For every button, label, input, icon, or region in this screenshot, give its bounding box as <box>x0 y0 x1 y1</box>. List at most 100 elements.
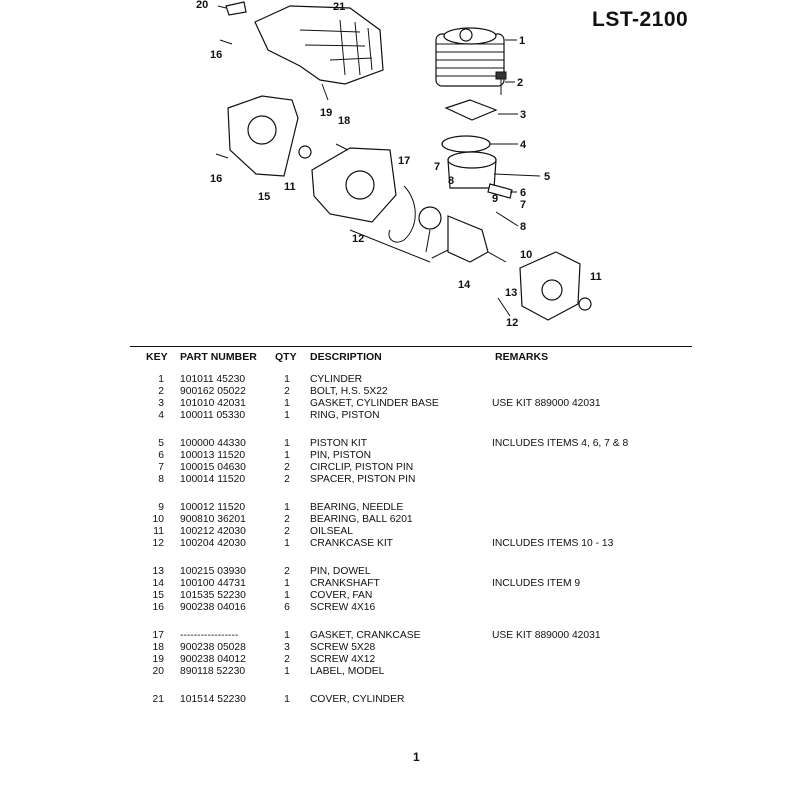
callout: 16 <box>210 173 222 185</box>
part-qty: 2 <box>284 654 290 665</box>
page-number: 1 <box>413 750 420 764</box>
header-description: DESCRIPTION <box>310 351 382 363</box>
part-number: 900238 04016 <box>180 602 246 613</box>
header-key: KEY <box>146 351 168 363</box>
part-key: 9 <box>158 502 164 513</box>
callout: 3 <box>520 109 526 121</box>
part-qty: 2 <box>284 474 290 485</box>
part-qty: 2 <box>284 514 290 525</box>
part-number: 890118 52230 <box>180 666 246 677</box>
part-qty: 1 <box>284 590 290 601</box>
part-qty: 3 <box>284 642 290 653</box>
model-label-part <box>225 1 247 16</box>
part-key: 18 <box>152 642 164 653</box>
part-remarks: USE KIT 889000 42031 <box>492 630 601 641</box>
callout: 20 <box>196 0 208 11</box>
part-description: COVER, CYLINDER <box>310 694 405 705</box>
cylinder-cover-part <box>254 5 384 85</box>
bolt-part <box>495 71 507 95</box>
oilseal-right-part <box>578 297 592 311</box>
callout: 5 <box>544 171 550 183</box>
part-key: 21 <box>152 694 164 705</box>
part-number: 100100 44731 <box>180 578 246 589</box>
callout: 8 <box>520 221 526 233</box>
ball-bearing-part <box>418 206 442 230</box>
crankcase-left-part <box>311 147 397 223</box>
part-description: BOLT, H.S. 5X22 <box>310 386 388 397</box>
part-description: PISTON KIT <box>310 438 368 449</box>
part-number: 100011 05330 <box>180 410 246 421</box>
part-key: 6 <box>158 450 164 461</box>
piston-part <box>447 151 497 189</box>
callout: 2 <box>517 77 523 89</box>
part-number: ----------------- <box>180 630 239 641</box>
callout: 19 <box>320 107 332 119</box>
header-remarks: REMARKS <box>495 351 549 363</box>
part-number: 101535 52230 <box>180 590 246 601</box>
part-number: 101010 42031 <box>180 398 246 409</box>
part-number: 100215 03930 <box>180 566 246 577</box>
callout: 18 <box>338 115 350 127</box>
fan-cover-part <box>227 95 299 177</box>
part-key: 3 <box>158 398 164 409</box>
table-row: 21 101514 52230 1 COVER, CYLINDER <box>0 694 800 706</box>
part-key: 20 <box>152 666 164 677</box>
part-description: PIN, DOWEL <box>310 566 371 577</box>
part-key: 1 <box>158 374 164 385</box>
part-key: 12 <box>152 538 164 549</box>
part-key: 8 <box>158 474 164 485</box>
callout-numbers: 20 21 16 1 2 19 3 18 4 17 7 5 16 11 8 6 … <box>196 0 602 329</box>
cylinder-part <box>435 27 505 87</box>
part-number: 900238 05028 <box>180 642 246 653</box>
callout: 12 <box>506 317 518 329</box>
part-description: PIN, PISTON <box>310 450 372 461</box>
part-qty: 1 <box>284 630 290 641</box>
callout: 7 <box>520 199 526 211</box>
part-key: 4 <box>158 410 164 421</box>
piston-pin-part <box>487 183 513 199</box>
part-qty: 1 <box>284 694 290 705</box>
part-number: 100015 04630 <box>180 462 246 473</box>
part-key: 2 <box>158 386 164 397</box>
part-remarks: INCLUDES ITEM 9 <box>492 578 581 589</box>
part-description: CIRCLIP, PISTON PIN <box>310 462 414 473</box>
part-qty: 1 <box>284 450 290 461</box>
part-description: OILSEAL <box>310 526 353 537</box>
part-description: CYLINDER <box>310 374 363 385</box>
part-qty: 6 <box>284 602 290 613</box>
callout: 6 <box>520 187 526 199</box>
exploded-parts-diagram: 20 21 16 1 2 19 3 18 4 17 7 5 16 11 8 6 … <box>196 0 602 329</box>
callout: 7 <box>434 161 440 173</box>
part-description: SCREW 4X16 <box>310 602 376 613</box>
part-number: 100204 42030 <box>180 538 246 549</box>
callout: 4 <box>520 139 527 151</box>
header-part-number: PART NUMBER <box>180 351 257 363</box>
part-qty: 2 <box>284 526 290 537</box>
part-qty: 2 <box>284 386 290 397</box>
callout: 8 <box>448 175 454 187</box>
part-description: GASKET, CRANKCASE <box>310 630 421 641</box>
callout: 12 <box>352 233 364 245</box>
part-description: GASKET, CYLINDER BASE <box>310 398 439 409</box>
part-qty: 1 <box>284 374 290 385</box>
part-key: 10 <box>152 514 164 525</box>
part-number: 100012 11520 <box>180 502 246 513</box>
part-number: 101514 52230 <box>180 694 246 705</box>
callout: 11 <box>284 181 296 193</box>
